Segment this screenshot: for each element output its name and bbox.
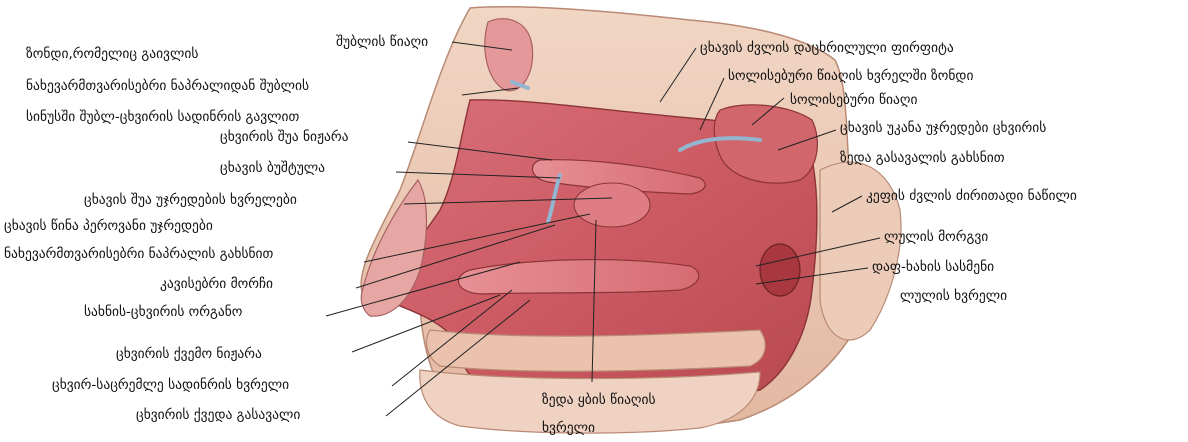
label-tube-opening: ლულის ხვრელი xyxy=(900,288,1007,304)
label-anterior-ethmoid-cells: ცხავის წინა პეროვანი უჯრედები xyxy=(4,218,213,234)
label-occipital-basilar: კეფის ძვლის ძირითადი ნაწილი xyxy=(866,188,1077,204)
label-posterior-ethmoid-2: ზედა გასავალის გახსნით xyxy=(840,150,1005,166)
label-middle-ethmoid-cells: ცხავის შუა უჯრედების ხვრელები xyxy=(84,192,297,208)
label-posterior-ethmoid-1: ცხავის უკანა უჯრედები ცხვირის xyxy=(840,120,1046,136)
label-maxillary-sinus-2: ხვრელი xyxy=(542,420,595,436)
label-semilunar-hiatus: ნახევარმთვარისებრი ნაპრალის გახსნით xyxy=(4,246,273,262)
label-torus-tubarius: ლულის მორგვი xyxy=(884,229,988,245)
label-uncinate-process: კავისებრი მორჩი xyxy=(160,276,273,292)
label-maxillary-sinus-1: ზედა ყბის წიაღის xyxy=(542,392,656,408)
pharyngeal-tube-opening xyxy=(760,244,800,296)
ethmoid-bulla xyxy=(574,183,650,227)
label-pharyngotympanic: დაფ-ხახის სასმენი xyxy=(872,259,994,275)
label-middle-concha: ცხვირის შუა ნიჟარა xyxy=(220,129,348,145)
label-ethmoid-bulla: ცხავის ბუშტულა xyxy=(220,160,325,176)
label-cribriform-plate: ცხავის ძვლის დაცხრილული ფირფიტა xyxy=(700,40,954,56)
label-probe-text-2: ნახევარმთვარისებრი ნაპრალიდან შუბლის xyxy=(26,78,309,94)
label-nasolacrimal-duct: ცხვირ-საცრემლე სადინრის ხვრელი xyxy=(52,377,289,393)
label-frontal-sinus: შუბლის წიაღი xyxy=(336,34,428,50)
label-probe-text-3: სინუსში შუბლ-ცხვირის სადინრის გავლით xyxy=(26,109,299,125)
label-sphenoid-sinus: სოლისებური წიაღი xyxy=(790,92,917,108)
hard-palate xyxy=(427,330,766,371)
label-vomeronasal-organ: სახნის-ცხვირის ორგანო xyxy=(84,304,242,320)
label-probe-text-1: ზონდი,რომელიც გაივლის xyxy=(26,46,198,62)
label-inferior-concha: ცხვირის ქვემო ნიჟარა xyxy=(116,346,262,362)
label-sphenoid-probe: სოლისებური წიაღის ხვრელში ზონდი xyxy=(728,68,973,84)
label-inferior-meatus: ცხვირის ქვედა გასავალი xyxy=(136,407,300,423)
